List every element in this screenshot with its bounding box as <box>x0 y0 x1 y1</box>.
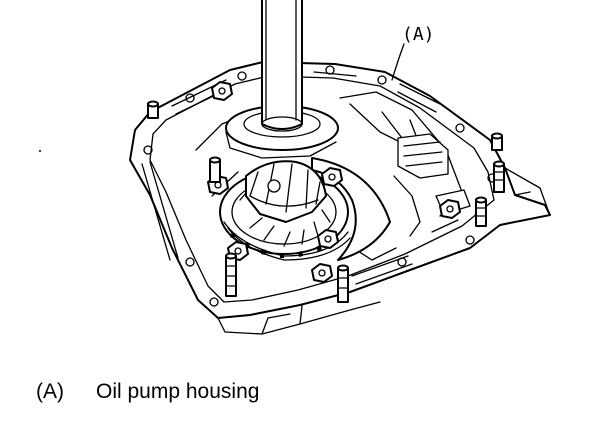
housing-flange-inner <box>149 75 495 303</box>
legend-item: (A) Oil pump housing <box>36 380 259 404</box>
input-shaft <box>261 0 303 132</box>
scan-speck <box>39 150 41 152</box>
case-extension <box>504 167 549 211</box>
pump-crescent <box>311 157 391 261</box>
stud-pins <box>147 100 505 303</box>
callout-leader-line <box>391 43 405 81</box>
lower-casting <box>217 301 381 335</box>
housing-flange <box>129 61 551 319</box>
oil-passage-slots <box>141 71 459 285</box>
legend-tag: (A) <box>36 380 64 403</box>
callout-label-a: (A) <box>402 24 435 45</box>
valve-body-block <box>397 133 471 215</box>
legend-text: Oil pump housing <box>96 380 260 403</box>
oil-pump-rotor <box>219 160 349 255</box>
lower-casting-rib <box>261 305 303 335</box>
